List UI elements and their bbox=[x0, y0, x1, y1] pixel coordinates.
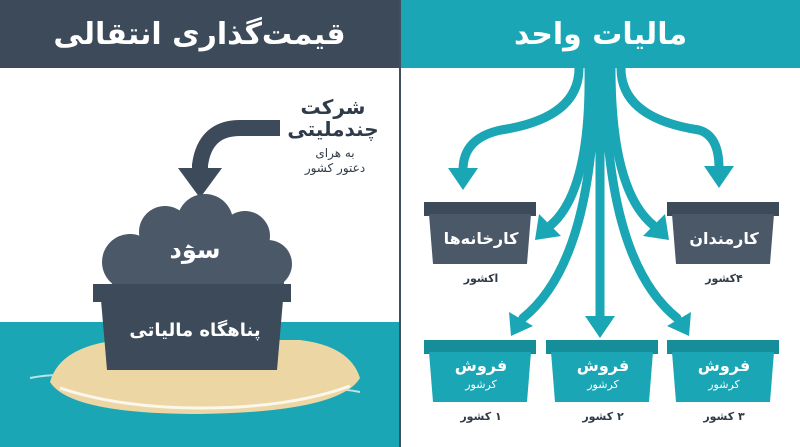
factories-count: اکشور bbox=[463, 272, 499, 285]
unitary-tax-title: مالیات واحد bbox=[401, 0, 800, 68]
sales-left-title: فروش bbox=[454, 356, 508, 375]
factories-box bbox=[424, 202, 536, 264]
multinational-company-label: شرکت چندملیتی bbox=[287, 95, 379, 141]
arrow-head bbox=[667, 312, 691, 336]
employees-label: کارمندان bbox=[689, 229, 759, 248]
factories-label: کارخانه‌ها bbox=[443, 229, 519, 248]
arrow-head bbox=[704, 166, 734, 188]
tax-haven-label: پناهگاه مالیاتی bbox=[129, 320, 261, 341]
company-sub-label: به هرای دعتور کشور bbox=[304, 146, 366, 175]
arrow-head bbox=[535, 214, 561, 240]
sales-box-center bbox=[546, 340, 658, 402]
profit-label: سود bbox=[169, 236, 221, 264]
transfer-pricing-title: قیمت‌گذاری انتقالی bbox=[0, 0, 399, 68]
sales-left-count: ۱ کشور bbox=[460, 410, 502, 423]
panel-divider bbox=[399, 0, 401, 447]
tax-haven-tub bbox=[101, 300, 283, 370]
sales-right-title: فروش bbox=[697, 356, 751, 375]
sales-center-count: ۲ کشور bbox=[582, 410, 624, 423]
island-shore bbox=[59, 384, 351, 410]
arrow-head bbox=[509, 312, 533, 336]
employees-box bbox=[667, 202, 779, 264]
money-arrow bbox=[192, 120, 280, 170]
unitary-tax-panel: مالیات واحد bbox=[401, 0, 800, 447]
arrow-head bbox=[643, 214, 669, 240]
unitary-tax-illustration bbox=[424, 63, 779, 402]
arrow-head bbox=[448, 168, 478, 190]
transfer-pricing-illustration bbox=[29, 120, 361, 414]
sales-center-sub: کرشور bbox=[587, 378, 619, 391]
transfer-pricing-panel: قیمت‌گذاری انتقالی شرکت چندملیتی به هرای… bbox=[0, 0, 399, 447]
employees-count: ۴کشور bbox=[705, 272, 743, 285]
sales-right-count: ۳ کشور bbox=[703, 410, 745, 423]
money-arrow-head bbox=[178, 168, 222, 198]
sales-center-title: فروش bbox=[576, 356, 630, 375]
sales-box-left bbox=[424, 340, 536, 402]
distribution-arrows bbox=[458, 63, 724, 323]
sales-box-right bbox=[667, 340, 779, 402]
sales-left-sub: کرشور bbox=[465, 378, 497, 391]
profit-pile bbox=[102, 194, 292, 290]
arrow-heads bbox=[448, 166, 734, 338]
arrow-head bbox=[585, 316, 615, 338]
tax-haven-tub-rim bbox=[93, 284, 291, 302]
sales-right-sub: کرشور bbox=[708, 378, 740, 391]
